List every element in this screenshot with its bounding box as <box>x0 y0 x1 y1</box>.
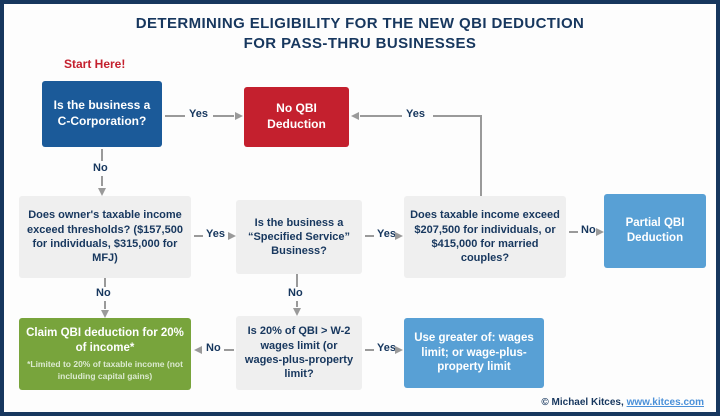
connector-line <box>569 231 578 233</box>
page-title-line1: DETERMINING ELIGIBILITY FOR THE NEW QBI … <box>135 15 585 32</box>
connector-line <box>480 115 482 196</box>
connector-line <box>365 349 374 351</box>
node-claim-qbi-deduction: Claim QBI deduction for 20% of income* *… <box>19 318 191 390</box>
node-thresholds-question-text: Does owner's taxable income exceed thres… <box>27 209 183 265</box>
node-no-qbi-deduction-text: No QBI Deduction <box>267 101 326 131</box>
connector-line <box>296 274 298 287</box>
node-use-greater-of: Use greater of: wages limit; or wage-plu… <box>404 318 544 388</box>
arrowhead-down-icon <box>98 188 106 196</box>
node-wages-limit-question-text: Is 20% of QBI > W-2 wages limit (or wage… <box>244 325 354 381</box>
start-here-label: Start Here! <box>64 57 126 71</box>
connector-line <box>101 149 103 161</box>
connector-line <box>224 349 234 351</box>
arrowhead-right-icon <box>395 346 403 354</box>
arrowhead-left-icon <box>351 112 359 120</box>
footer-credit: © Michael Kitces, www.kitces.com <box>541 397 704 408</box>
connector-line <box>104 301 106 309</box>
page-title-line2: FOR PASS-THRU BUSINESSES <box>243 34 477 52</box>
node-c-corporation-text: Is the business a C-Corporation? <box>53 98 151 128</box>
node-use-greater-of-text: Use greater of: wages limit; or wage-plu… <box>414 331 534 374</box>
arrowhead-left-icon <box>194 346 202 354</box>
kitces-link[interactable]: www.kitces.com <box>626 397 704 408</box>
node-thresholds-question: Does owner's taxable income exceed thres… <box>19 196 191 278</box>
node-c-corporation: Is the business a C-Corporation? <box>42 81 162 147</box>
connector-line <box>165 115 185 117</box>
node-specified-service-question-text: Is the business a “Specified Service” Bu… <box>247 216 351 258</box>
node-wages-limit-question: Is 20% of QBI > W-2 wages limit (or wage… <box>236 316 362 390</box>
yes-label: Yes <box>406 108 425 120</box>
yes-label: Yes <box>206 228 225 240</box>
arrowhead-down-icon <box>293 308 301 316</box>
no-label: No <box>96 287 111 299</box>
node-specified-service-question: Is the business a “Specified Service” Bu… <box>236 200 362 274</box>
connector-line <box>433 115 482 117</box>
connector-line <box>360 115 402 117</box>
connector-line <box>296 301 298 307</box>
no-label: No <box>93 162 108 174</box>
node-partial-qbi-deduction-text: Partial QBI Deduction <box>625 217 685 244</box>
copyright-text: © Michael Kitces, <box>541 397 624 408</box>
connector-line <box>104 278 106 287</box>
arrowhead-right-icon <box>228 232 236 240</box>
node-partial-qbi-deduction: Partial QBI Deduction <box>604 194 706 268</box>
node-claim-qbi-deduction-text: Claim QBI deduction for 20% of income* <box>26 326 184 354</box>
connector-line <box>213 115 234 117</box>
claim-qbi-footnote: *Limited to 20% of taxable income (not i… <box>27 359 183 381</box>
arrowhead-right-icon <box>235 112 243 120</box>
connector-line <box>365 235 374 237</box>
node-taxable-income-question: Does taxable income exceed $207,500 for … <box>404 196 566 278</box>
arrowhead-right-icon <box>395 232 403 240</box>
arrowhead-down-icon <box>101 310 109 318</box>
connector-line <box>101 176 103 186</box>
no-label: No <box>288 287 303 299</box>
yes-label: Yes <box>377 342 396 354</box>
connector-line <box>194 235 203 237</box>
page-title: DETERMINING ELIGIBILITY FOR THE NEW QBI … <box>4 14 716 53</box>
node-taxable-income-question-text: Does taxable income exceed $207,500 for … <box>410 209 560 265</box>
arrowhead-right-icon <box>596 228 604 236</box>
yes-label: Yes <box>189 108 208 120</box>
yes-label: Yes <box>377 228 396 240</box>
no-label: No <box>206 342 221 354</box>
node-no-qbi-deduction: No QBI Deduction <box>244 87 349 147</box>
no-label: No <box>581 224 596 236</box>
